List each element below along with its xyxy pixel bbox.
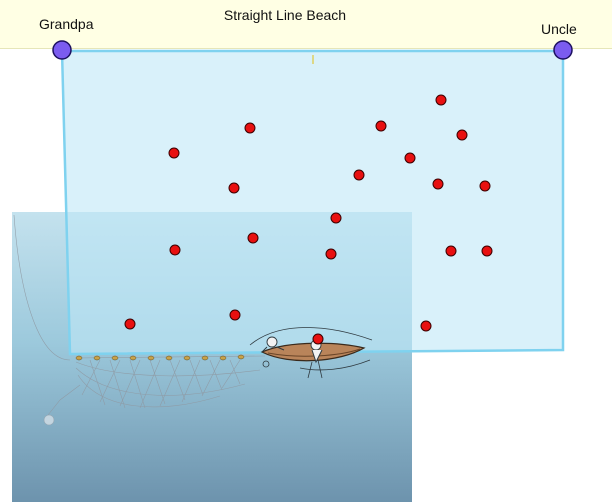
fish — [445, 245, 457, 257]
net-floats — [75, 354, 245, 361]
fish — [375, 120, 387, 132]
fish — [481, 245, 493, 257]
fish — [124, 318, 136, 330]
grandpa-label: Grandpa — [39, 16, 94, 32]
fish — [229, 309, 241, 321]
grandpa-marker[interactable] — [52, 40, 72, 60]
fish — [353, 169, 365, 181]
fish — [432, 178, 444, 190]
fish — [325, 248, 337, 260]
fish — [168, 147, 180, 159]
fish — [479, 180, 491, 192]
fish — [330, 212, 342, 224]
fish — [312, 333, 324, 345]
fish — [228, 182, 240, 194]
fish — [247, 232, 259, 244]
fish — [404, 152, 416, 164]
fish — [456, 129, 468, 141]
fish — [435, 94, 447, 106]
beach-band: Straight Line Beach — [0, 0, 612, 49]
hanging-net — [13, 214, 266, 426]
fishing-boat — [249, 327, 373, 379]
fish — [169, 244, 181, 256]
net-area — [60, 49, 565, 356]
uncle-label: Uncle — [541, 21, 577, 37]
fish-group — [124, 94, 493, 345]
uncle-marker[interactable] — [553, 40, 573, 60]
fish — [420, 320, 432, 332]
fish — [244, 122, 256, 134]
beach-title: Straight Line Beach — [223, 7, 347, 23]
